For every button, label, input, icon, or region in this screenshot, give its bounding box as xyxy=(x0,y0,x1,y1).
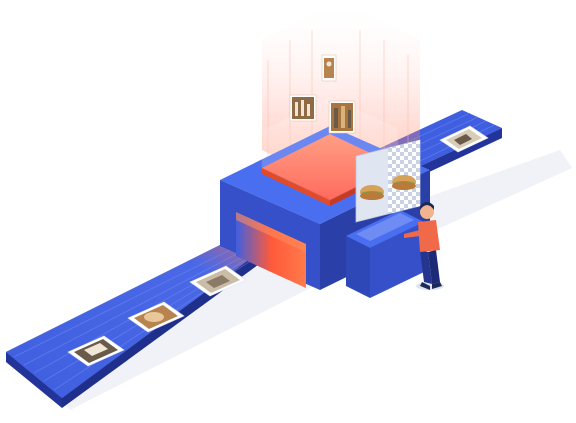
photo-card-3 xyxy=(189,265,247,297)
background-removal-display-icon xyxy=(355,139,421,223)
floating-photo-3 xyxy=(328,100,356,134)
photo-card-1 xyxy=(67,335,125,367)
kiosk-icon xyxy=(346,210,424,298)
photo-card-2 xyxy=(127,301,185,333)
person-icon xyxy=(404,202,444,290)
sandwich-image-cutout xyxy=(392,175,416,190)
floating-photo-1 xyxy=(321,54,337,82)
sandwich-image-original xyxy=(360,185,384,200)
floating-photo-2 xyxy=(289,94,317,122)
photo-card-4 xyxy=(439,125,489,153)
